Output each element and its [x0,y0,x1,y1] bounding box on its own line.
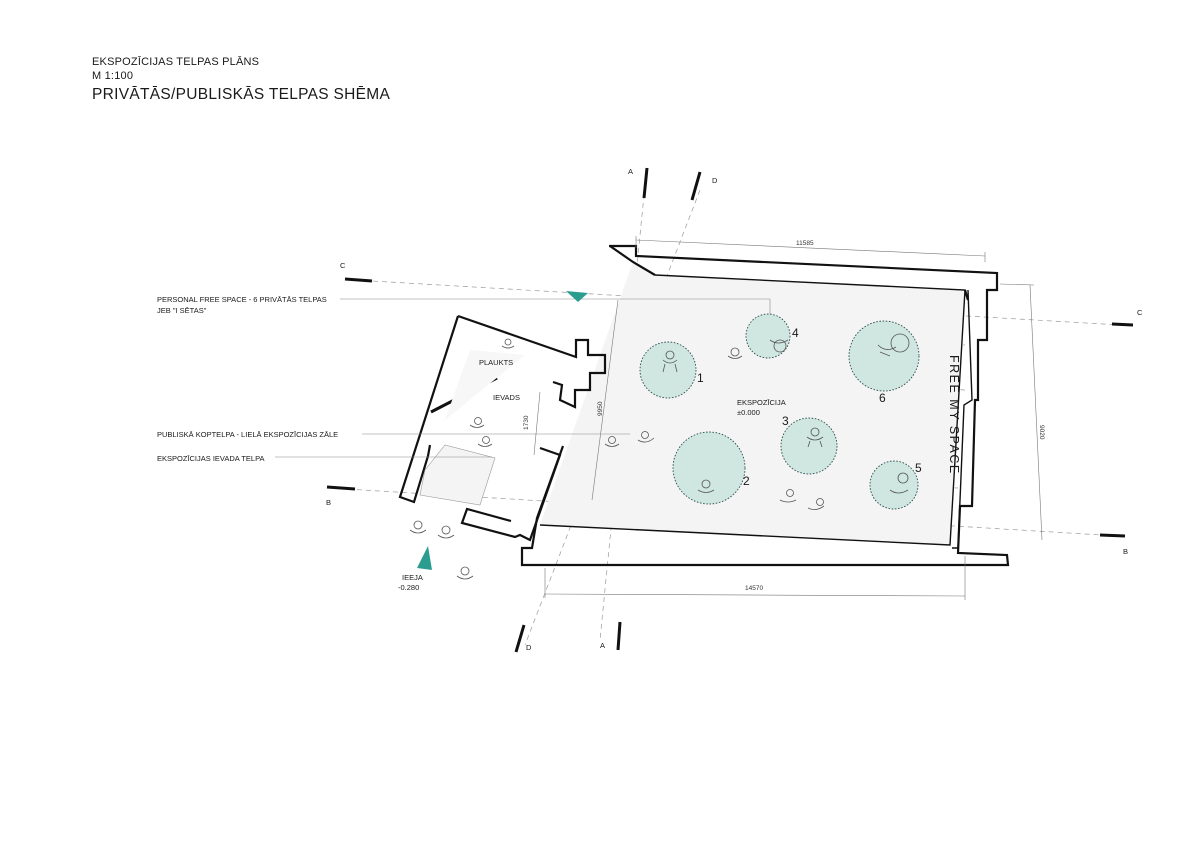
people-figures [409,333,910,580]
pod-5 [869,460,919,510]
person-icon [501,338,515,349]
person-icon [779,489,797,503]
intro-partition [460,446,562,542]
section-d-top-label: D [712,176,718,185]
legend-entry-room: EKSPOZĪCIJAS IEVADA TELPA [157,454,265,463]
section-b-right-label: B [1123,547,1128,556]
person-icon [727,347,743,359]
pod-1 [639,341,697,399]
pod-6 [848,320,920,392]
person-icon [697,479,715,493]
legend-personal-line2: JEB "I SĒTAS" [157,306,207,315]
section-a-top-bar [642,167,649,199]
section-line-b [329,487,1119,537]
free-my-space-label: FREE MY SPACE [947,355,961,475]
section-a-top-label: A [628,167,633,176]
section-d-bottom-label: D [526,643,532,652]
pod-1-number: 1 [697,371,704,385]
intro-room-wall [457,314,607,409]
section-c-left-label: C [340,261,346,270]
entrance-walls [398,314,607,542]
section-c-right-bar [1111,322,1134,327]
pod-3-number: 3 [782,414,789,428]
legend-public-hall: PUBLISKĀ KOPTELPA - LIELĀ EKSPOZĪCIJAS Z… [157,430,338,439]
shelf-area [445,350,525,420]
dim-small: 1730 [523,415,530,430]
entrance-level: -0.280 [398,583,419,592]
pod-2 [672,431,746,505]
dim-diagonal: 9950 [597,401,604,416]
section-b-right-bar [1099,533,1126,538]
private-pods: 1 2 3 4 5 6 [639,313,922,510]
section-c-right-label: C [1137,308,1143,317]
room-exhibition: EKSPOZĪCIJA [737,398,786,407]
person-icon [806,427,824,448]
person-icon [637,431,655,443]
person-icon [409,520,427,534]
scheme-title: PRIVĀTĀS/PUBLISKĀS TELPAS SHĒMA [92,86,391,103]
section-b-left-label: B [326,498,331,507]
person-icon [769,339,789,353]
room-intro: IEVADS [493,393,520,402]
person-icon [437,525,455,539]
person-icon [877,333,910,357]
pod-5-number: 5 [915,461,922,475]
section-a-bottom-bar [616,621,622,651]
plan-title: EKSPOZĪCIJAS TELPAS PLĀNS [92,56,260,68]
room-labels: PLAUKTS IEVADS EKSPOZĪCIJA ±0.000 FREE M… [479,355,961,475]
section-a-bottom-label: A [600,641,605,650]
legend-personal-line1: PERSONAL FREE SPACE - 6 PRIVĀTĀS TELPAS [157,295,327,304]
entrance: IEEJA -0.280 [398,546,432,592]
entrance-label: IEEJA [402,573,423,582]
entrance-arrow-icon [417,546,432,570]
person-icon [456,566,474,580]
personal-marker-icon [566,291,588,302]
pod-3 [780,417,838,475]
pod-6-number: 6 [879,391,886,405]
person-icon [889,472,909,494]
hall-inner-wall [539,274,966,546]
person-icon [807,498,825,510]
dimensions: 11585 14570 9020 9950 1730 [523,236,1045,600]
dim-bottom: 14570 [745,585,763,592]
dim-top: 11585 [796,240,814,247]
section-c-left-bar [344,277,373,283]
section-d-top-bar [690,171,702,201]
pod-2-number: 2 [743,474,750,488]
person-icon [604,436,620,447]
hall-outer-wall [520,244,1010,567]
section-b-left-bar [326,485,356,491]
person-icon [477,436,493,447]
section-markers: A A D D C C B B [326,167,1143,653]
pod-4-number: 4 [792,326,799,340]
section-line-c [354,279,1121,326]
section-d-bottom-bar [514,624,526,653]
room-exhibition-level: ±0.000 [737,408,760,417]
person-icon [662,350,678,373]
title-block: EKSPOZĪCIJAS TELPAS PLĀNS M 1:100 PRIVĀT… [92,55,390,104]
person-icon [469,417,485,428]
pod-4 [745,313,791,359]
room-shelf: PLAUKTS [479,358,513,367]
dim-right: 9020 [1038,425,1045,440]
entry-floor [419,444,496,506]
plan-scale: M 1:100 [92,70,134,82]
